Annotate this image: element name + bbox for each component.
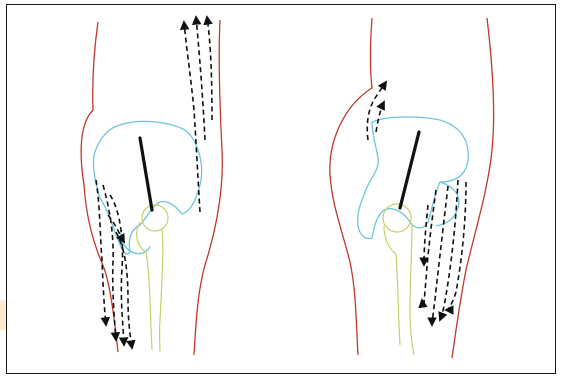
scan-artifact (0, 300, 6, 330)
left-body-back-outline (81, 22, 118, 352)
right-body-back-outline (330, 18, 372, 355)
right-flow-down-arrow-5 (424, 205, 428, 265)
right-flow-up-arrow-2 (376, 102, 384, 132)
left-flow-up-arrow-3 (207, 17, 212, 120)
right-panel (330, 18, 494, 358)
left-body-front-outline (194, 20, 222, 355)
left-flow-up-arrow-2 (196, 17, 205, 140)
left-panel (81, 17, 222, 355)
right-femur (384, 224, 414, 355)
left-axis-line (140, 138, 152, 210)
right-flow-down-arrow-2 (432, 186, 448, 325)
left-pelvis-inner (121, 230, 150, 254)
left-flow-down-arrow-5 (108, 215, 124, 242)
right-pelvis (358, 117, 469, 239)
right-axis-line (400, 132, 419, 208)
left-flow-up-arrow-1 (184, 22, 200, 212)
right-body-front-outline (452, 18, 494, 358)
left-femur (137, 222, 163, 352)
right-flow-down-arrow-3 (440, 180, 458, 320)
